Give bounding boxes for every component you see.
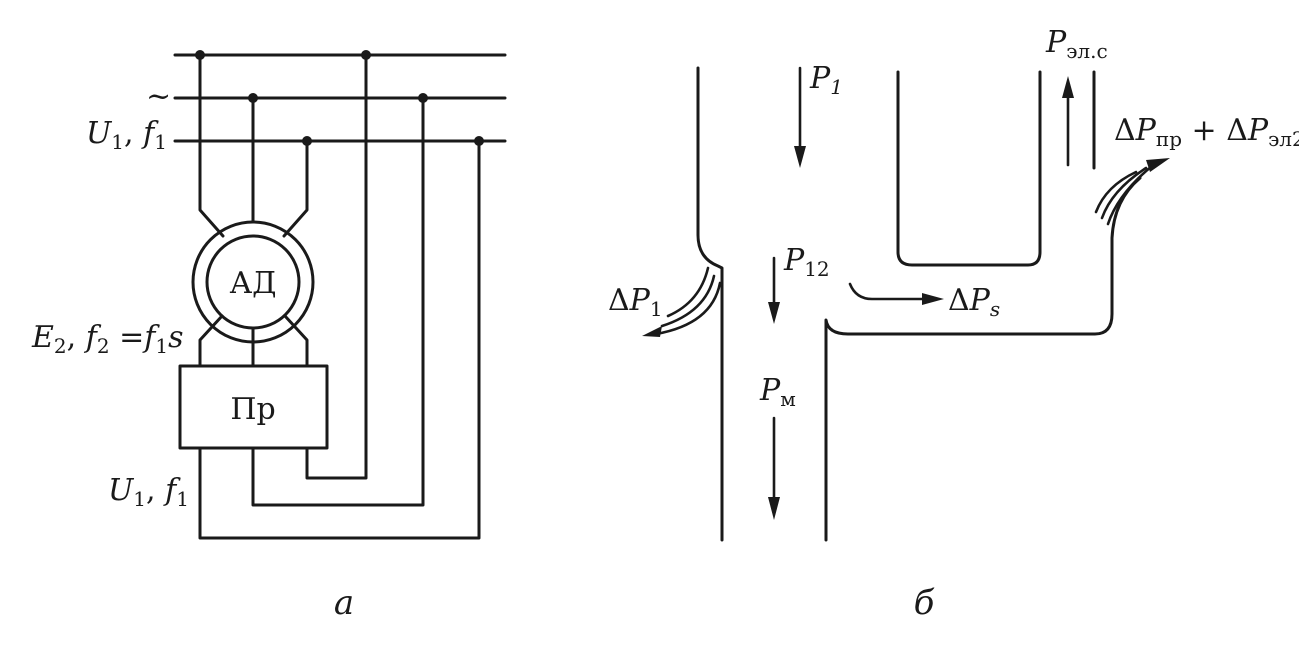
dp1-arrowhead: [642, 326, 662, 337]
panel-b-power-flow: P1 P12 Pм ΔP1 ΔPs Pэл.с ΔPпр + ΔPэл2 б: [608, 25, 1299, 623]
return-line-2: [251, 96, 425, 507]
stator-lead-1: [198, 53, 225, 238]
panel-a-circuit: АД Пр ~ U1, f1 E2, f2 =f1s U1, f1 а: [31, 50, 507, 623]
rotor-lead-3: [283, 314, 309, 368]
supply-symbol: ~: [146, 79, 171, 114]
return-line-3: [198, 139, 481, 540]
caption-b: б: [914, 583, 935, 623]
pm-arrowhead: [768, 497, 780, 520]
converter-label: Пр: [230, 392, 275, 427]
stator-lead-3: [282, 139, 309, 238]
pm-label: Pм: [759, 373, 796, 411]
dps-arrow: [848, 282, 927, 301]
p12-arrowhead: [768, 302, 780, 324]
dp1-loss-curve: [654, 281, 722, 336]
electrical-return-path: [896, 70, 1042, 267]
dps-label: ΔPs: [948, 283, 1000, 321]
return-line-1: [305, 53, 368, 480]
p1-label: P1: [809, 61, 843, 99]
rotor-emf-label: E2, f2 =f1s: [31, 320, 184, 358]
dps-arrowhead: [922, 293, 944, 305]
p1-arrowhead: [794, 146, 806, 168]
supply-label: U1, f1: [86, 116, 167, 154]
pelc-label: Pэл.с: [1045, 25, 1108, 63]
motor-label: АД: [229, 266, 276, 301]
channel-right-wall: [824, 176, 1142, 542]
dp1-loss-curve: [660, 274, 716, 328]
channel-left-wall: [696, 66, 724, 542]
pelc-arrowhead: [1062, 76, 1074, 98]
dp1-loss-curve: [666, 266, 710, 318]
dploss-label: ΔPпр + ΔPэл2: [1114, 113, 1299, 151]
dploss-curve: [1100, 166, 1148, 220]
p12-label: P12: [783, 243, 830, 281]
output-label: U1, f1: [108, 473, 189, 511]
dploss-arrowhead: [1146, 158, 1170, 172]
rotor-lead-1: [198, 314, 224, 368]
caption-a: а: [334, 583, 354, 623]
dp1-label: ΔP1: [608, 283, 663, 321]
dploss-curve: [1106, 164, 1154, 226]
dploss-curve: [1094, 170, 1138, 214]
